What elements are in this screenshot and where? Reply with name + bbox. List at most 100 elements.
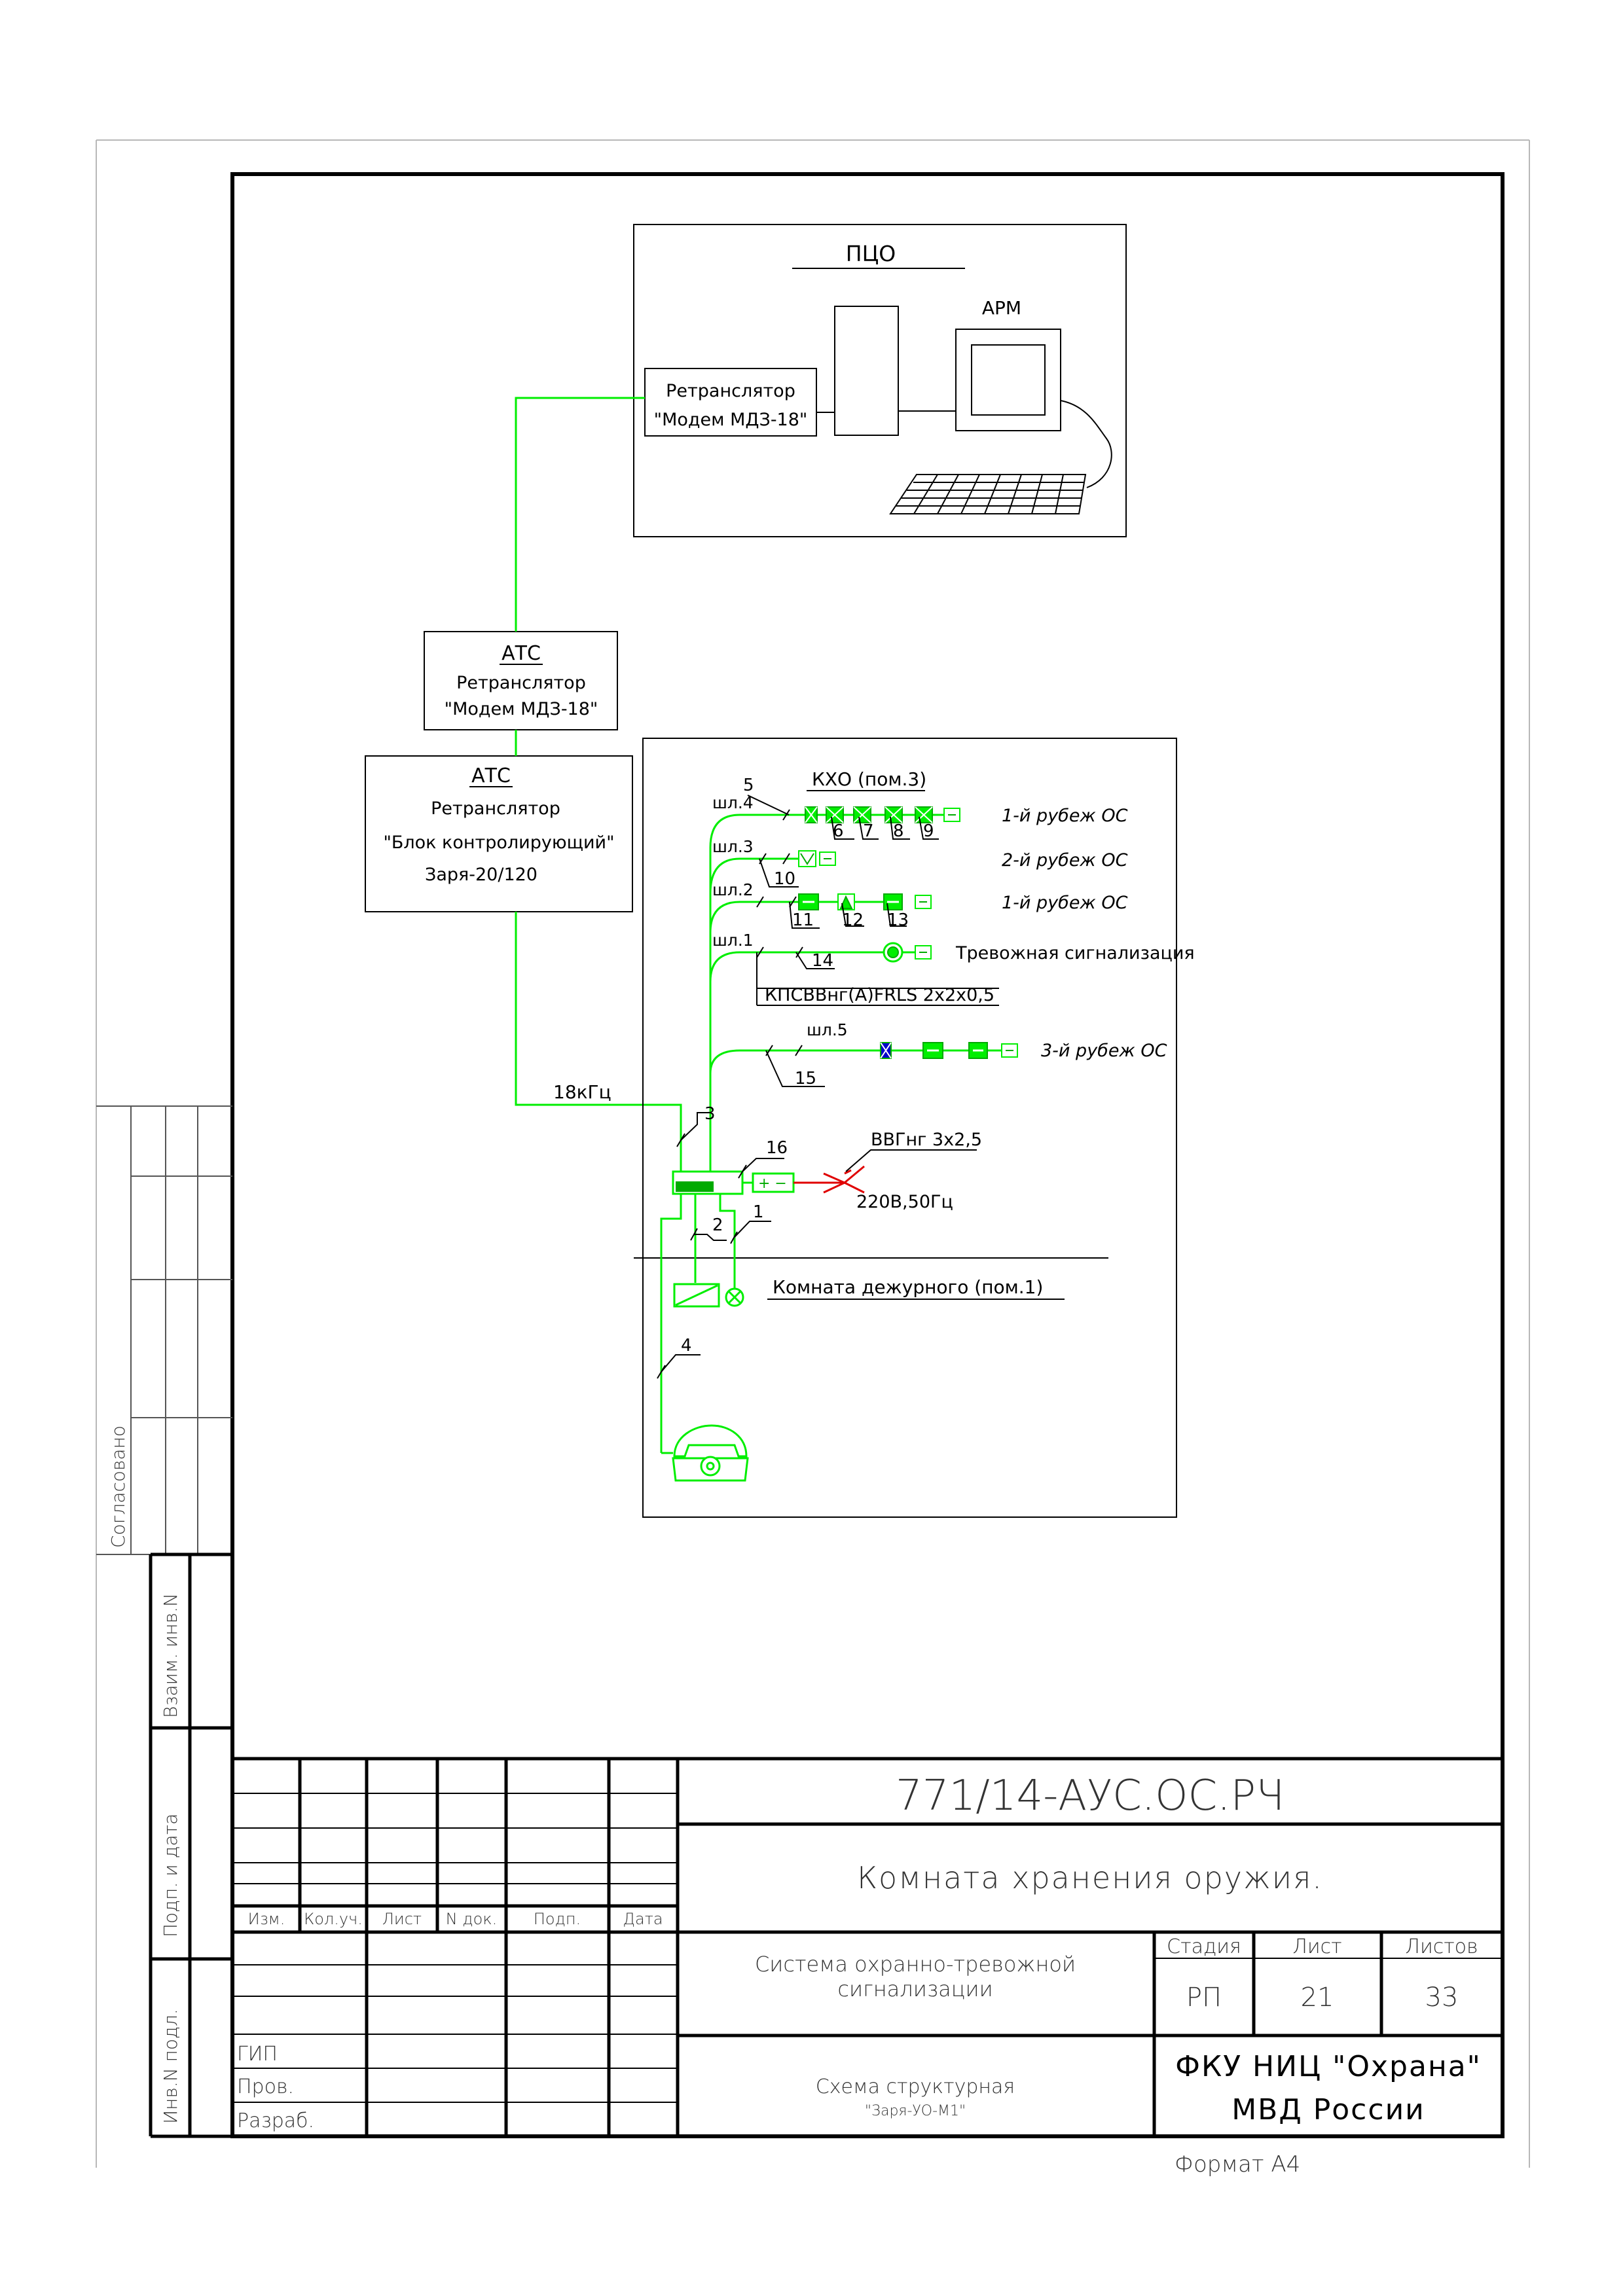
rubezh3-label: 3-й рубеж ОС [1041, 1041, 1167, 1061]
margin-stamp [96, 1105, 232, 2138]
ats1-line1: Ретранслятор [456, 673, 586, 693]
col-ndok: N док. [446, 1910, 497, 1928]
n-7: 7 [863, 821, 874, 841]
n-3: 3 [704, 1104, 716, 1124]
ats1-title: АТС [501, 642, 541, 665]
stage-header: Стадия [1167, 1935, 1241, 1958]
loop-wiring [709, 814, 1002, 1160]
ats2-box [365, 755, 633, 912]
ats2-line1: Ретранслятор [431, 798, 560, 819]
col-list: Лист [382, 1910, 422, 1928]
comm-line-ats-device [515, 912, 682, 1160]
lamp-icon [725, 1287, 744, 1307]
n-12: 12 [842, 910, 864, 930]
col-izm: Изм. [248, 1910, 285, 1928]
system-line1: Система охранно-тревожной [755, 1952, 1076, 1977]
org-line1: ФКУ НИЦ "Охрана" [1175, 2050, 1482, 2083]
doc-code: 771/14-АУС.ОС.РЧ [896, 1772, 1285, 1820]
telephone-icon [672, 1424, 749, 1482]
ats2-line2: "Блок контролирующий" [383, 833, 614, 853]
rubezh2-sensors [798, 850, 836, 867]
power-label: 220В,50Гц [856, 1192, 953, 1212]
ats2-line3: Заря-20/120 [425, 865, 538, 885]
svg-text:+ −: + − [758, 1175, 787, 1192]
margin-podp: Подп. и дата [160, 1814, 181, 1937]
role-prov: Пров. [237, 2075, 294, 2098]
role-razrab: Разраб. [237, 2109, 314, 2132]
sheet-header: Лист [1292, 1935, 1341, 1958]
format-label: Формат А4 [1175, 2151, 1300, 2178]
sheets-value: 33 [1425, 1982, 1459, 2013]
pco-box [633, 224, 1127, 537]
rubezh1-sensors [805, 806, 960, 823]
margin-agreed: Согласовано [107, 1426, 129, 1548]
n-6: 6 [833, 821, 844, 841]
scheme-line2: "Заря-УО-М1" [865, 2103, 966, 2119]
pco-title: ПЦО [846, 241, 896, 266]
n-4: 4 [681, 1336, 692, 1355]
col-data: Дата [623, 1910, 663, 1928]
n-16: 16 [766, 1138, 788, 1158]
sheets-header: Листов [1405, 1935, 1478, 1958]
ats2-title: АТС [471, 764, 511, 787]
org-line2: МВД России [1231, 2093, 1425, 2126]
leader-lines [747, 795, 999, 1087]
pco-server [834, 306, 899, 436]
ats1-line2: "Модем МДЗ-18" [445, 699, 598, 719]
cable-label: КПСВВнг(A)FRLS 2x2x0,5 [765, 985, 994, 1005]
n-11: 11 [792, 910, 814, 930]
col-podp: Подп. [534, 1910, 581, 1928]
power-line [793, 1165, 865, 1194]
power-unit-icon: + − [742, 1172, 795, 1193]
title-block-grid [232, 1757, 1503, 2136]
system-line2: сигнализации [837, 1977, 993, 2001]
arm-monitor-icon [955, 329, 1112, 488]
alarm-button-icon [883, 942, 932, 963]
loop-label-5: шл.5 [807, 1020, 848, 1039]
rubezh1-label: 1-й рубеж ОС [1002, 806, 1128, 826]
loop-label-2: шл.2 [712, 880, 754, 899]
n-1: 1 [753, 1202, 764, 1222]
arm-keyboard-icon [889, 474, 1087, 514]
sheet-value: 21 [1301, 1982, 1334, 2013]
n-13: 13 [887, 910, 909, 930]
n-8: 8 [893, 821, 904, 841]
kho-label: КХО (пом.3) [812, 768, 926, 790]
n-10: 10 [774, 869, 795, 889]
scheme-line1: Схема структурная [816, 2075, 1015, 2098]
pco-repeater-box [644, 368, 817, 437]
rubezh1b-label: 1-й рубеж ОС [1002, 893, 1128, 913]
main-frame [230, 172, 1504, 2138]
power-cable-label: ВВГнг 3x2,5 [871, 1130, 982, 1150]
margin-vzaim: Взаим. инв.N [160, 1593, 181, 1718]
col-kolu: Кол.уч. [304, 1910, 363, 1928]
pco-repeater-line2: "Модем МДЗ-18" [654, 410, 808, 430]
rubezh1b-sensors [798, 893, 932, 910]
alarm-label: Тревожная сигнализация [955, 943, 1195, 963]
loop-label-4: шл.4 [712, 793, 754, 812]
doc-title: Комната хранения оружия. [857, 1860, 1323, 1895]
outer-border [96, 139, 1530, 2168]
ats1-box [424, 631, 618, 730]
n-2: 2 [712, 1215, 723, 1235]
duty-room-label: Комната дежурного (пом.1) [773, 1276, 1043, 1298]
margin-inv: Инв.N подл. [160, 2009, 181, 2124]
n-9: 9 [923, 821, 934, 841]
n-5: 5 [743, 776, 754, 795]
role-gip: ГИП [237, 2043, 278, 2066]
freq-label: 18кГц [553, 1081, 611, 1103]
rubezh3-sensors [880, 1042, 1018, 1059]
n-14: 14 [812, 951, 833, 971]
control-device [672, 1160, 744, 1195]
n-15: 15 [795, 1069, 816, 1088]
rubezh2-label: 2-й рубеж ОС [1002, 850, 1128, 870]
stage-value: РП [1186, 1982, 1222, 2013]
loop-label-1: шл.1 [712, 931, 754, 950]
room-box [642, 738, 1177, 1518]
duty-wiring [660, 1194, 736, 1454]
pco-repeater-line1: Ретранслятор [666, 381, 795, 401]
comm-line-pco-ats [515, 397, 645, 632]
arm-label: АРМ [982, 297, 1021, 319]
loop-label-3: шл.3 [712, 837, 754, 856]
